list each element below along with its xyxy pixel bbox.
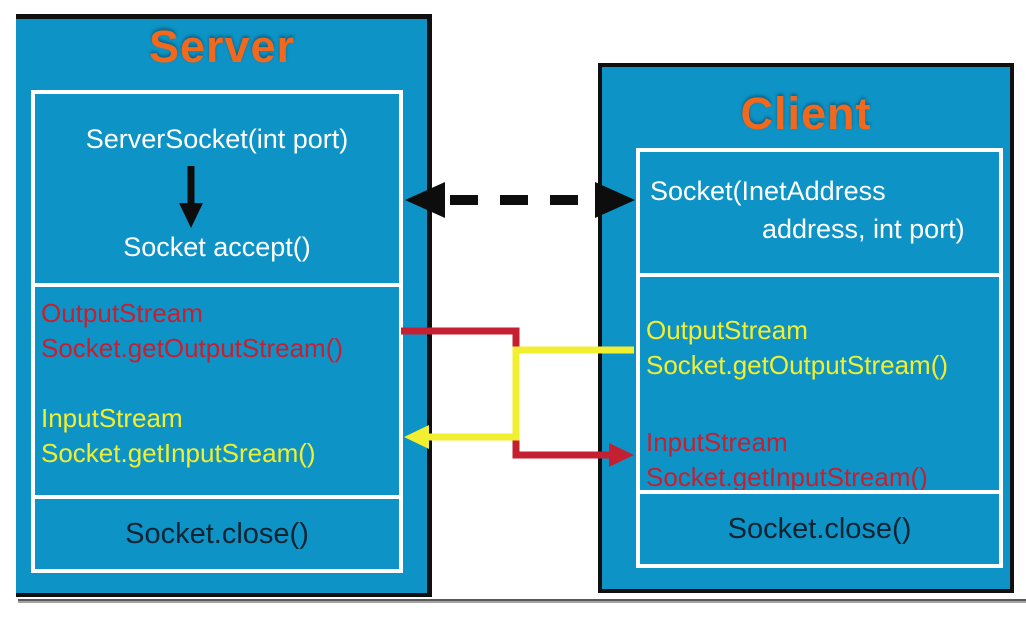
server-accept-text: Socket accept() xyxy=(123,232,311,262)
server-outputstream-line2: Socket.getOutputStream() xyxy=(41,333,344,363)
server-streams-section: OutputStream Socket.getOutputStream() In… xyxy=(35,283,399,495)
client-inputstream-line2: Socket.getInputStream() xyxy=(646,462,928,492)
bottom-divider-line xyxy=(18,599,1026,603)
server-title: Server xyxy=(148,21,296,72)
server-constructor-text: ServerSocket(int port) xyxy=(85,124,349,154)
server-inputstream-block: InputStream Socket.getInputSream() xyxy=(41,401,316,471)
client-inner-frame: Socket(InetAddress address, int port) Ou… xyxy=(636,148,1003,568)
client-constructor-line2: address, int port) xyxy=(762,214,965,244)
server-outputstream-line1: OutputStream xyxy=(41,298,203,328)
server-box xyxy=(16,14,432,597)
server-close-text: Socket.close() xyxy=(125,517,309,550)
client-close-text: Socket.close() xyxy=(727,512,912,545)
client-constructor-line1: Socket(InetAddress xyxy=(650,176,886,206)
client-close-section: Socket.close() xyxy=(640,490,999,564)
server-close-section: Socket.close() xyxy=(35,495,399,569)
server-inputstream-line1: InputStream xyxy=(41,403,183,433)
client-inputstream-block: InputStream Socket.getInputStream() xyxy=(646,425,928,495)
client-constructor-section: Socket(InetAddress address, int port) xyxy=(640,152,999,273)
client-inputstream-line1: InputStream xyxy=(646,427,788,457)
server-outputstream-block: OutputStream Socket.getOutputStream() xyxy=(41,296,343,366)
client-outputstream-block: OutputStream Socket.getOutputStream() xyxy=(646,313,948,383)
client-outputstream-line2: Socket.getOutputStream() xyxy=(646,350,949,380)
server-inner-frame: ServerSocket(int port) Socket accept() O… xyxy=(31,90,403,573)
client-streams-section: OutputStream Socket.getOutputStream() In… xyxy=(640,273,999,492)
client-title: Client xyxy=(740,88,872,139)
server-inputstream-line2: Socket.getInputSream() xyxy=(41,438,316,468)
client-outputstream-line1: OutputStream xyxy=(646,315,808,345)
server-constructor-section: ServerSocket(int port) Socket accept() xyxy=(35,94,399,283)
